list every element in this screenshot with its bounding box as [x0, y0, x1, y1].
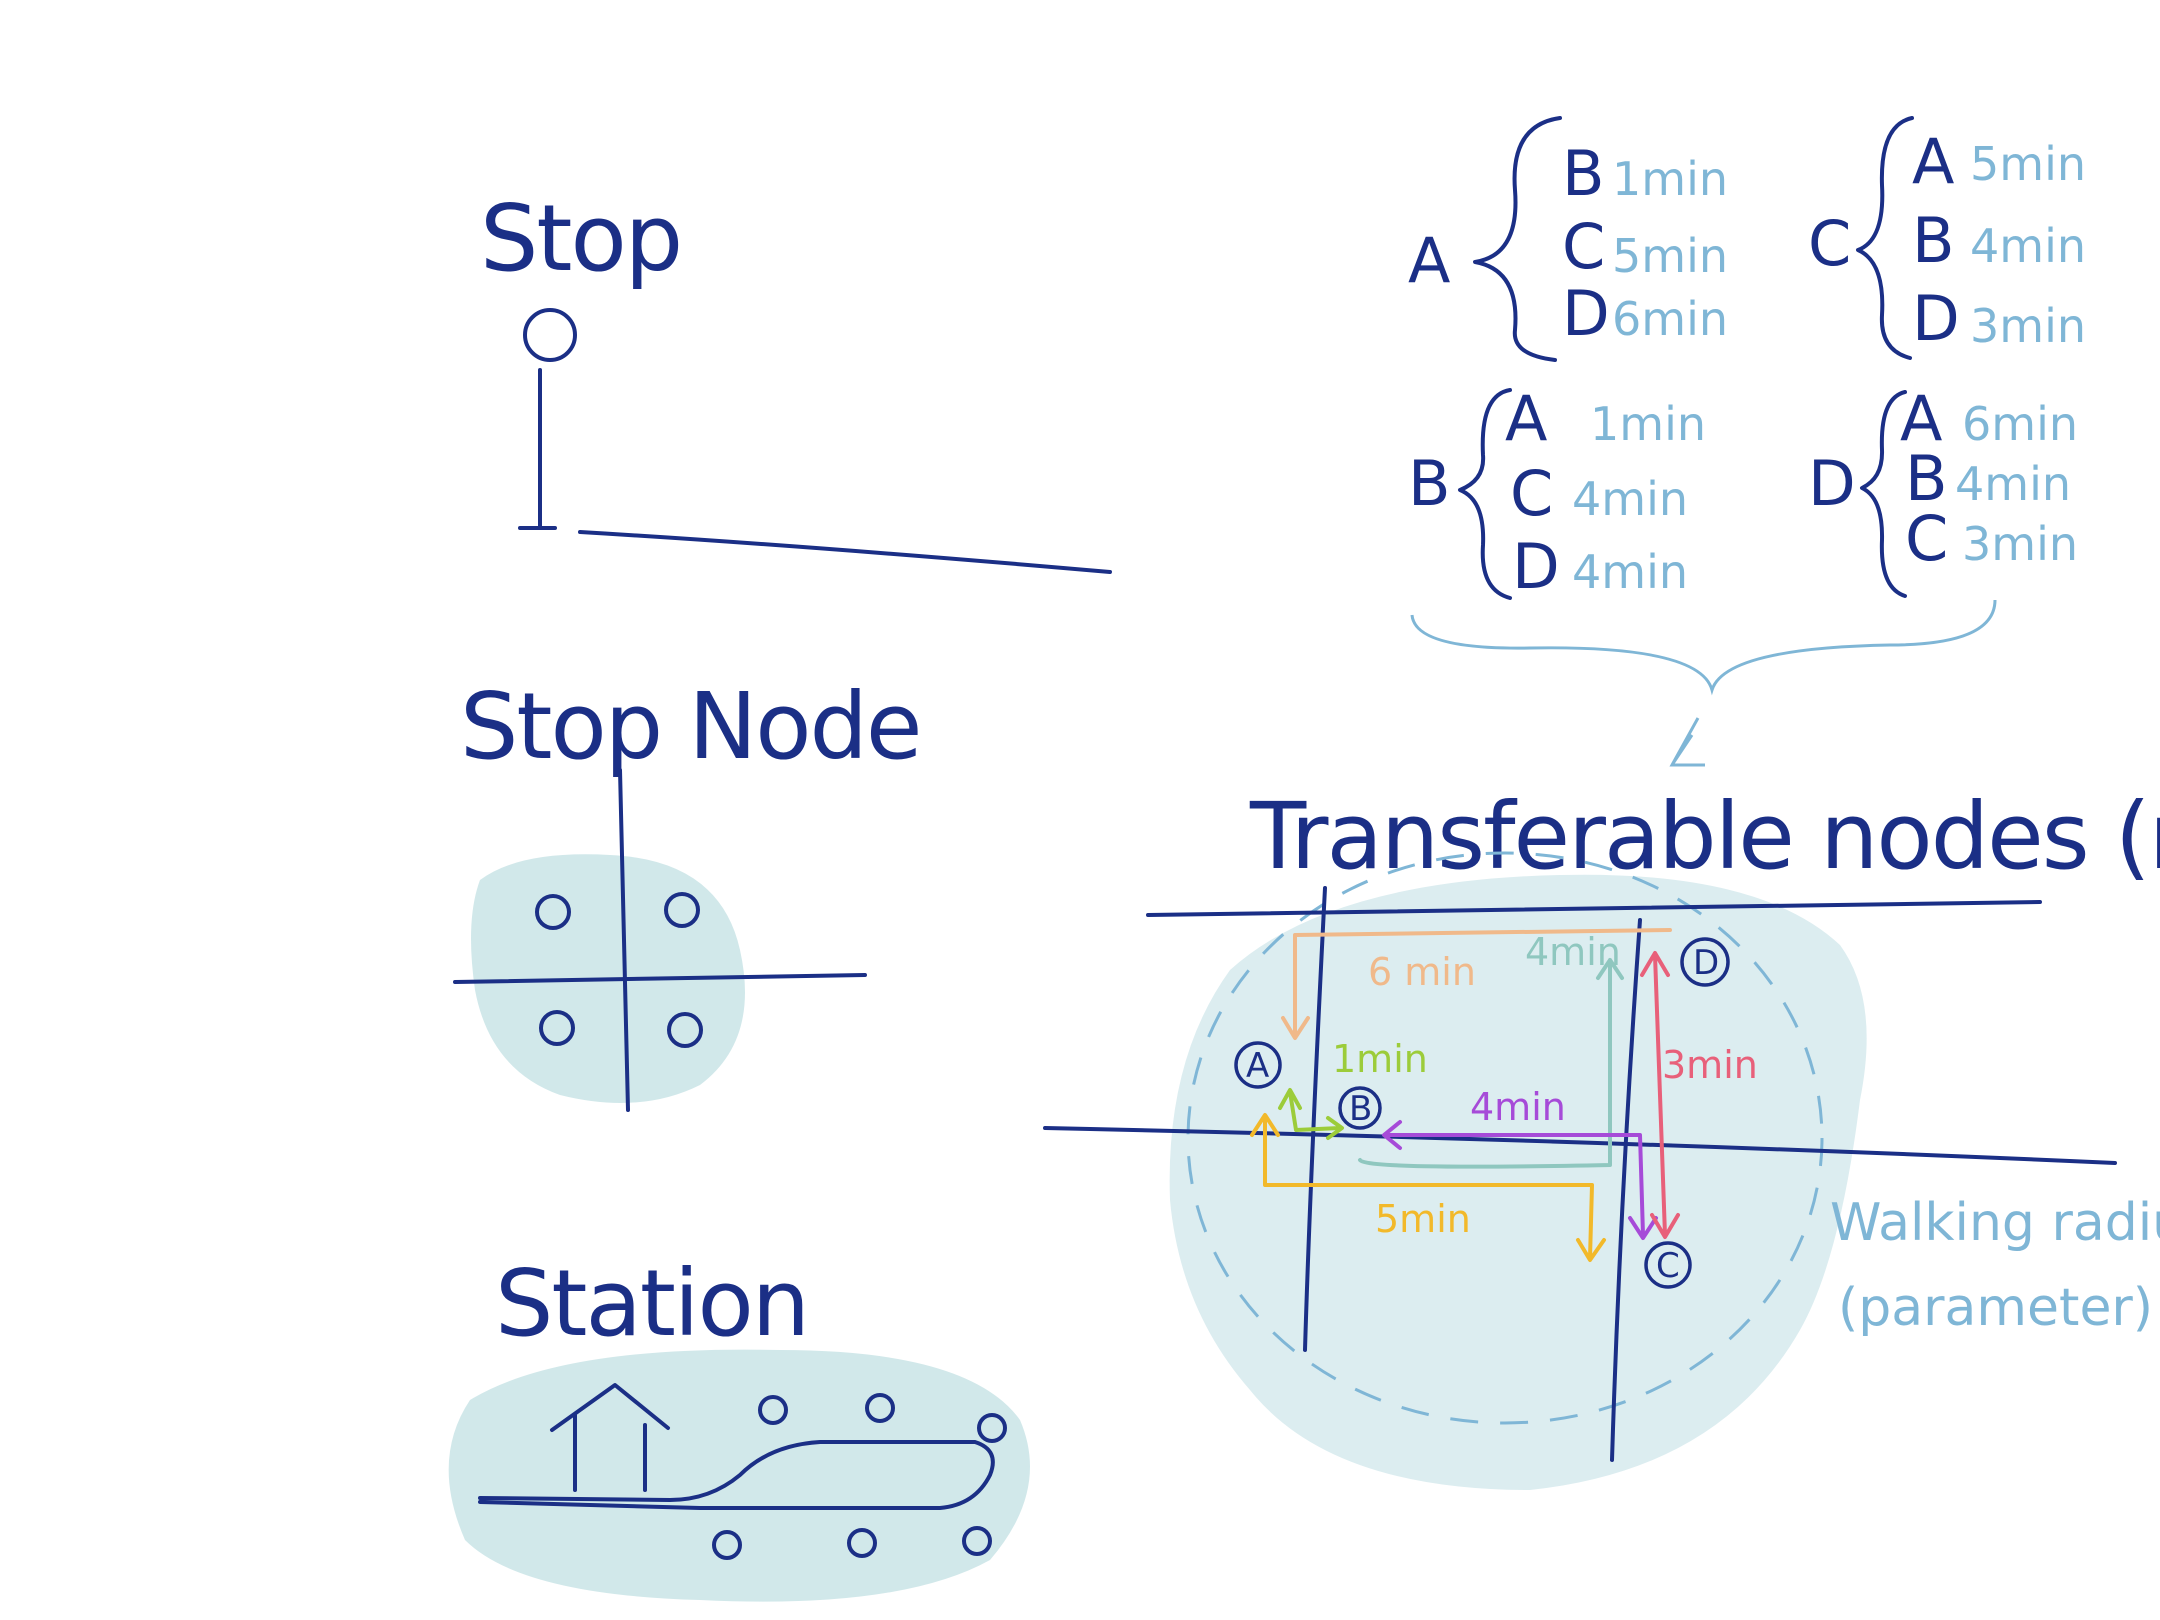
node-b: B	[1338, 1086, 1382, 1130]
route-label: 4min	[1470, 1085, 1566, 1129]
route-label: 4min	[1525, 930, 1621, 974]
stop-icon	[962, 1526, 992, 1556]
brace-icon	[1860, 390, 1907, 598]
route-b-d	[1358, 958, 1624, 1169]
stop-sign-icon	[523, 308, 577, 362]
route-c-b	[1382, 1120, 1658, 1240]
list-from-label: B	[1408, 447, 1451, 520]
street-middle	[1043, 1126, 2117, 1165]
transfer-list-b: B A 1min C 4min D 4min	[1408, 382, 1706, 603]
list-entry-node: B	[1905, 442, 1948, 515]
list-entry-node: B	[1562, 137, 1605, 210]
walking-radius-parameter-label: (parameter)	[1838, 1278, 2153, 1338]
stop-title: Stop	[480, 185, 681, 292]
stop-icon	[535, 894, 571, 930]
list-from-label: C	[1808, 207, 1851, 280]
route-label: 1min	[1332, 1037, 1428, 1081]
station-track-loop	[478, 1440, 995, 1510]
stop-icon	[977, 1413, 1007, 1443]
list-entry-time: 4min	[1572, 472, 1688, 526]
transfer-list-a: A B 1min C 5min D 6min	[1408, 116, 1728, 362]
list-entry-time: 3min	[1962, 517, 2078, 571]
summary-brace-icon	[1410, 599, 1997, 696]
down-arrow-icon	[1669, 717, 1705, 767]
list-entry-node: B	[1912, 204, 1955, 277]
route-c-d	[1640, 951, 1680, 1239]
transfer-list-c: C A 5min B 4min D 3min	[1808, 116, 2086, 360]
svg-text:A: A	[1246, 1046, 1269, 1086]
list-entry-time: 4min	[1572, 545, 1688, 599]
route-label: 3min	[1662, 1043, 1758, 1087]
walking-radius-blob	[1169, 874, 1867, 1490]
stop-node-panel: Stop Node	[453, 673, 923, 1112]
list-entry-time: 4min	[1970, 219, 2086, 273]
list-entry-time: 1min	[1590, 397, 1706, 451]
stop-icon	[865, 1393, 895, 1423]
list-entry-time: 6min	[1962, 397, 2078, 451]
stop-icon	[664, 892, 700, 928]
list-entry-node: C	[1562, 210, 1605, 283]
stop-panel: Stop	[480, 185, 1112, 574]
stop-node-street-vertical	[618, 768, 630, 1112]
street-right	[1610, 918, 1642, 1462]
route-a-b	[1278, 1088, 1344, 1140]
stop-icon	[758, 1395, 788, 1425]
list-entry-time: 5min	[1612, 229, 1728, 283]
stop-road-line	[578, 530, 1112, 574]
brace-icon	[1458, 388, 1512, 600]
list-entry-time: 1min	[1612, 152, 1728, 206]
list-entry-time: 6min	[1612, 292, 1728, 346]
stop-node-title: Stop Node	[460, 673, 921, 780]
route-label: 6 min	[1368, 950, 1476, 994]
stop-icon	[539, 1010, 575, 1046]
station-panel: Station	[448, 1250, 1031, 1602]
street-left	[1303, 886, 1327, 1352]
list-entry-node: D	[1912, 282, 1960, 355]
matrix-panel: Transferable nodes (matrix) 6 min 4min 1…	[1043, 783, 2160, 1490]
route-a-c	[1250, 1113, 1606, 1262]
transfer-list-d: D A 6min B 4min C 3min	[1808, 382, 2078, 598]
list-from-label: A	[1408, 224, 1450, 297]
list-entry-time: 4min	[1955, 457, 2071, 511]
list-entry-node: A	[1912, 125, 1954, 198]
transfer-lists: A B 1min C 5min D 6min C A 5min B 4min D…	[1408, 116, 2086, 767]
route-d-a	[1281, 928, 1672, 1040]
station-building-icon	[550, 1383, 670, 1492]
brace-icon	[1856, 116, 1914, 360]
svg-text:D: D	[1693, 943, 1719, 983]
node-a: A	[1234, 1041, 1282, 1089]
route-label: 5min	[1375, 1197, 1471, 1241]
stop-icon	[667, 1012, 703, 1048]
list-from-label: D	[1808, 447, 1856, 520]
walking-radius-circle	[1186, 851, 1824, 1425]
walking-radius-label: Walking radius	[1830, 1193, 2160, 1253]
list-entry-time: 3min	[1970, 299, 2086, 353]
stop-icon	[712, 1530, 742, 1560]
stop-node-street-horizontal	[453, 973, 867, 984]
list-entry-node: D	[1562, 277, 1610, 350]
station-title: Station	[495, 1250, 808, 1357]
svg-text:C: C	[1656, 1246, 1680, 1286]
list-entry-node: A	[1900, 382, 1942, 455]
matrix-title: Transferable nodes (matrix)	[1249, 783, 2160, 890]
svg-text:B: B	[1349, 1089, 1372, 1129]
list-entry-node: C	[1510, 457, 1553, 530]
list-entry-time: 5min	[1970, 137, 2086, 191]
list-entry-node: D	[1512, 530, 1560, 603]
stop-icon	[847, 1528, 877, 1558]
street-top	[1146, 900, 2042, 917]
list-entry-node: C	[1905, 502, 1948, 575]
brace-icon	[1473, 116, 1562, 362]
node-c: C	[1644, 1241, 1692, 1289]
node-d: D	[1680, 937, 1730, 987]
list-entry-node: A	[1505, 382, 1547, 455]
